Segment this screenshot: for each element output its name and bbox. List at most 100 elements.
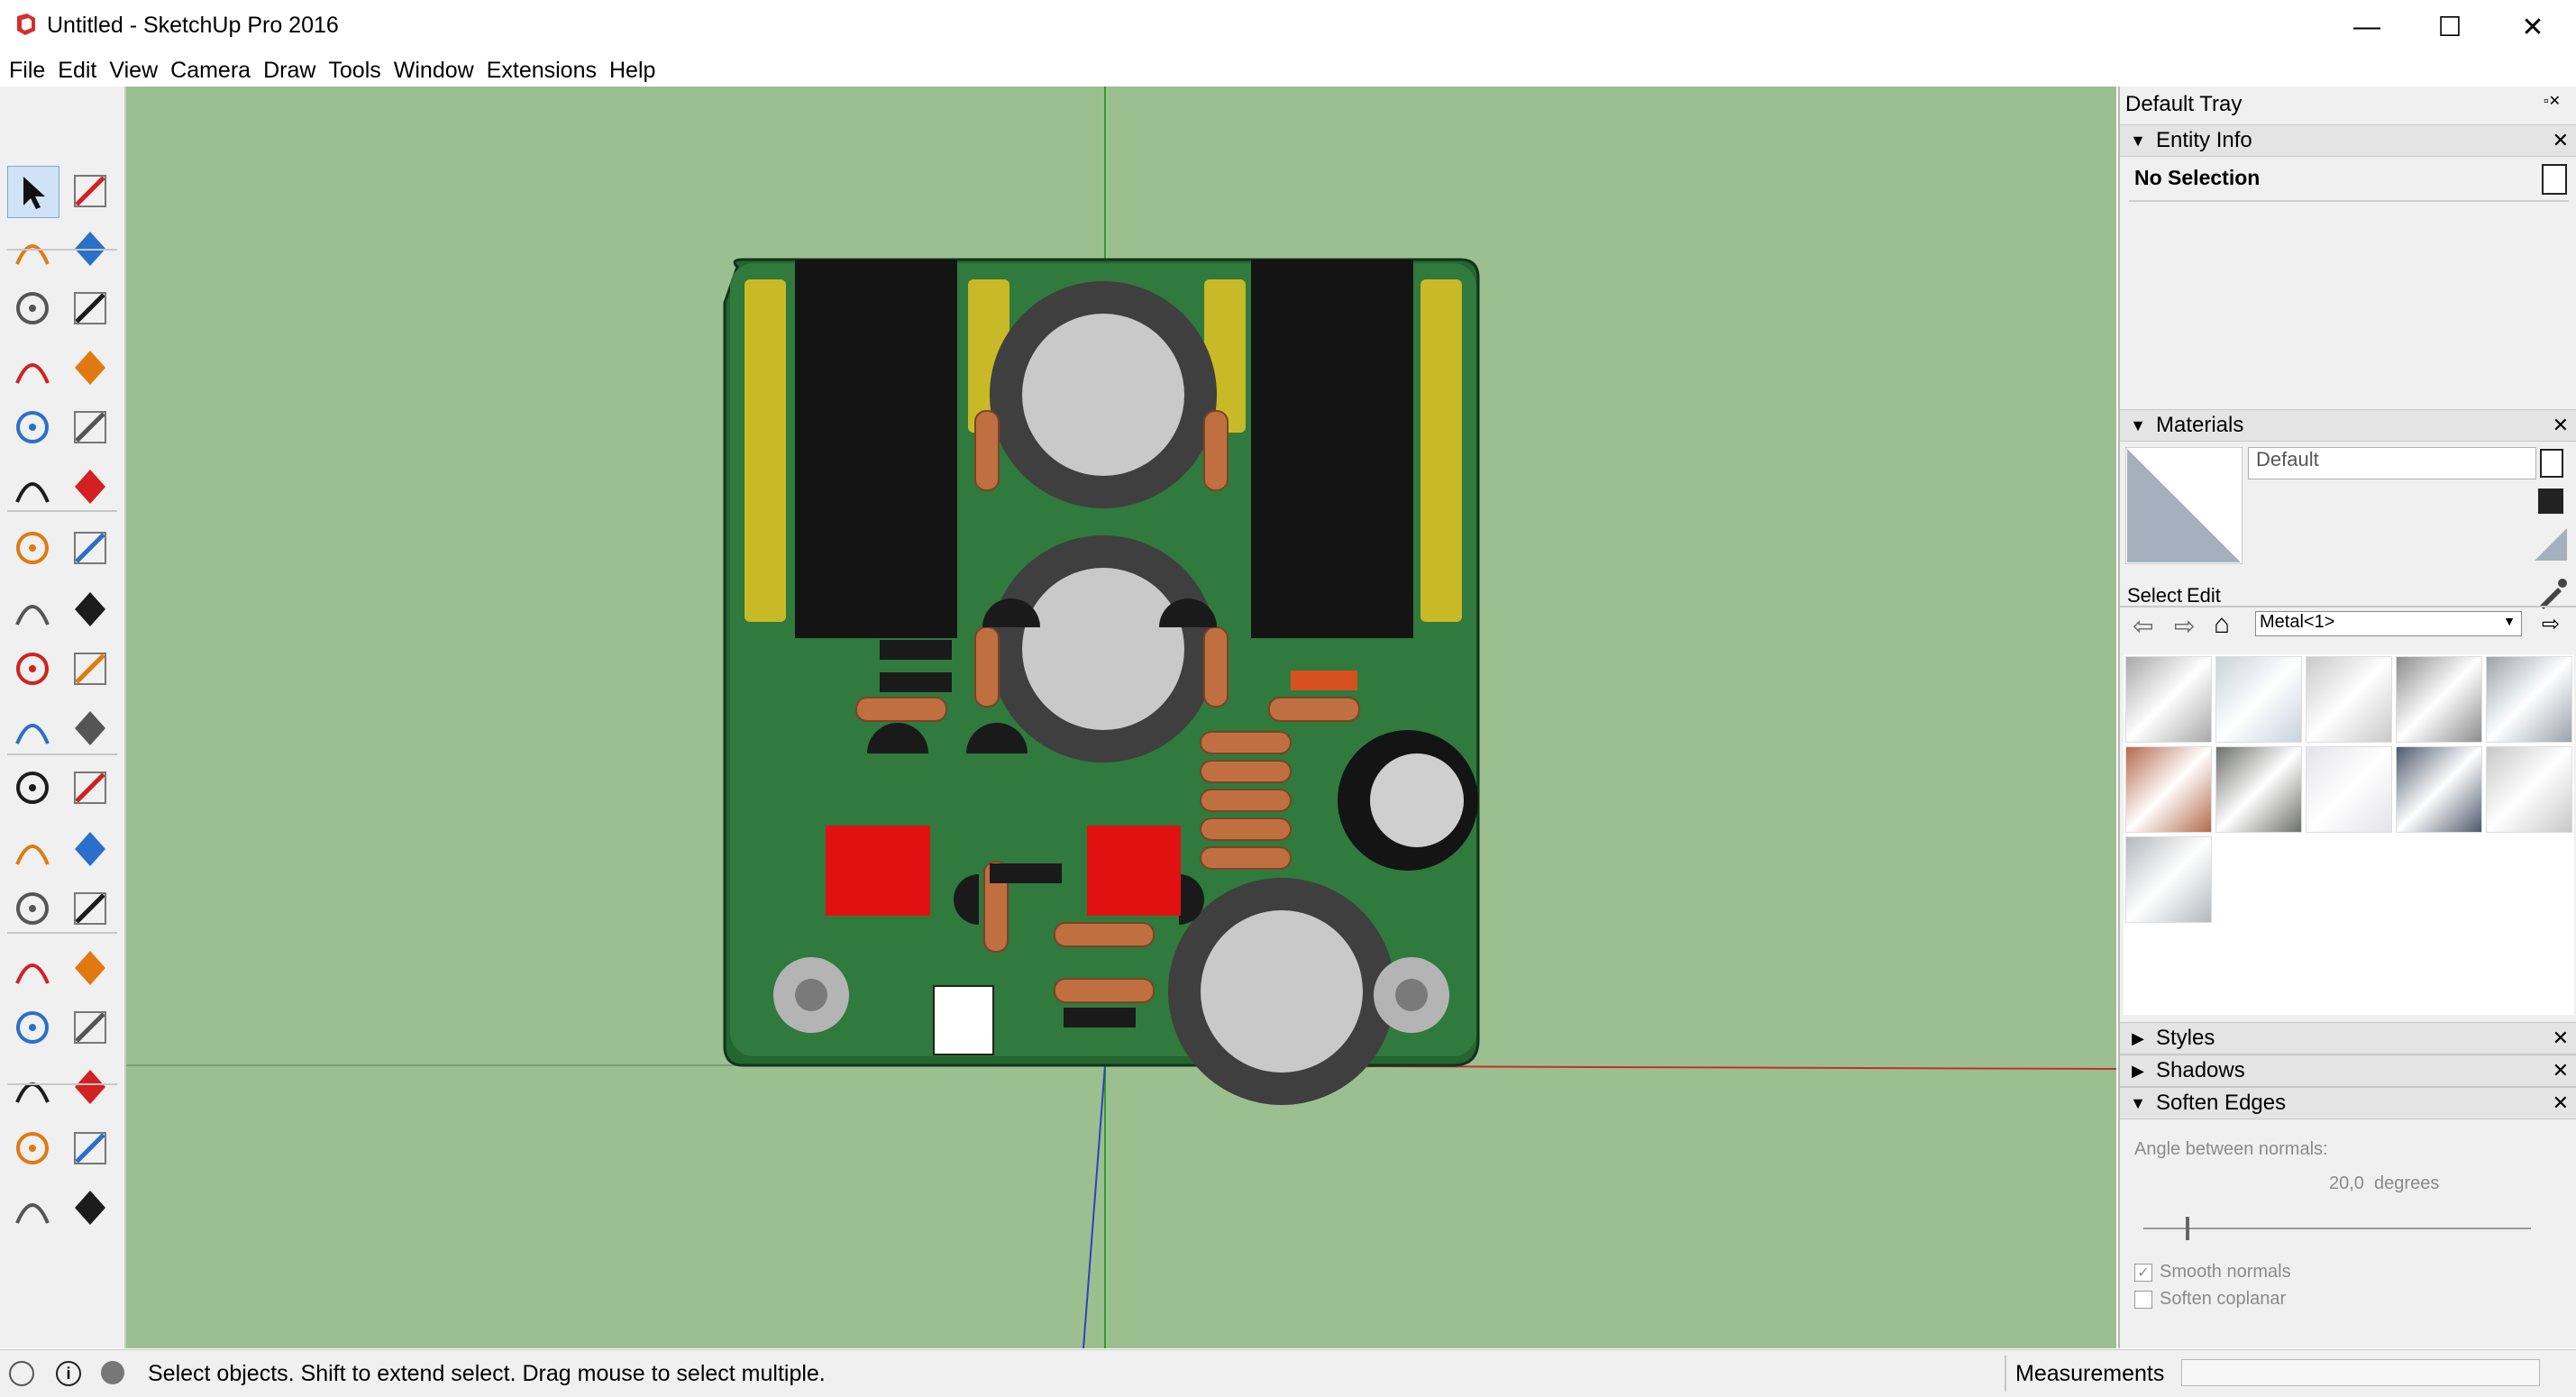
section-plane-icon[interactable] xyxy=(65,1182,115,1233)
rotated-rectangle-icon[interactable] xyxy=(65,342,115,393)
material-swatch[interactable] xyxy=(2306,746,2392,833)
slider-thumb[interactable] xyxy=(2186,1217,2190,1240)
polygon-icon[interactable] xyxy=(65,402,115,452)
minimize-button[interactable]: — xyxy=(2353,12,2380,41)
close-panel-icon[interactable]: ✕ xyxy=(2552,1027,2569,1049)
home-icon[interactable]: ⌂ xyxy=(2214,609,2231,639)
three-point-arc-icon[interactable] xyxy=(65,523,115,573)
component-icon[interactable] xyxy=(65,166,115,216)
user-icon[interactable] xyxy=(101,1361,124,1384)
rectangle-icon[interactable] xyxy=(7,342,58,393)
material-name-field[interactable]: Default xyxy=(2248,447,2536,479)
back-arrow-icon[interactable]: ⇦ xyxy=(2133,612,2154,640)
shadows-header[interactable]: ▶ Shadows ✕ xyxy=(2120,1055,2576,1087)
line-icon[interactable] xyxy=(7,283,58,333)
position-camera-icon[interactable] xyxy=(7,1123,58,1173)
move-icon-glyph xyxy=(15,605,50,625)
materials-header[interactable]: ▼ Materials ✕ xyxy=(2120,409,2576,442)
move-icon[interactable] xyxy=(7,584,58,635)
tab-select[interactable]: Select xyxy=(2127,584,2183,607)
soften-coplanar-row[interactable]: Soften coplanar xyxy=(2134,1289,2286,1310)
axes-icon[interactable] xyxy=(7,883,58,934)
paint-bucket-icon[interactable] xyxy=(7,224,58,274)
close-panel-icon[interactable]: ✕ xyxy=(2552,414,2569,436)
create-material-icon[interactable] xyxy=(2540,449,2563,478)
tab-edit[interactable]: Edit xyxy=(2187,584,2221,607)
offset-icon[interactable] xyxy=(65,703,115,753)
zoom-window-icon[interactable] xyxy=(65,1002,115,1053)
follow-me-icon[interactable] xyxy=(65,644,115,694)
material-swatch[interactable] xyxy=(2215,746,2302,833)
scale-icon[interactable] xyxy=(7,703,58,753)
entity-info-header[interactable]: ▼ Entity Info ✕ xyxy=(2120,124,2576,157)
pie-icon[interactable] xyxy=(65,461,115,512)
soften-edges-header[interactable]: ▼ Soften Edges ✕ xyxy=(2120,1087,2576,1119)
forward-arrow-icon[interactable]: ⇨ xyxy=(2174,612,2196,640)
smooth-normals-row[interactable]: ✓ Smooth normals xyxy=(2134,1262,2291,1283)
close-panel-icon[interactable]: ✕ xyxy=(2552,1091,2569,1114)
details-arrow-icon[interactable]: ⇨ xyxy=(2542,612,2561,636)
material-swatch[interactable] xyxy=(2396,656,2482,743)
material-swatch[interactable] xyxy=(2396,746,2482,833)
menu-window[interactable]: Window xyxy=(393,57,474,83)
pcb-model[interactable] xyxy=(723,258,1480,1105)
menu-tools[interactable]: Tools xyxy=(328,57,381,83)
push-pull-icon[interactable] xyxy=(65,584,115,635)
entity-expand-icon[interactable] xyxy=(2542,164,2567,195)
material-swatch[interactable] xyxy=(2215,656,2302,743)
material-swatch[interactable] xyxy=(2125,656,2212,743)
material-swatch[interactable] xyxy=(2306,656,2392,743)
zoom-extents-icon[interactable] xyxy=(7,1062,58,1112)
model-viewport[interactable] xyxy=(126,87,2116,1348)
previous-view-icon[interactable] xyxy=(65,1062,115,1112)
menu-help[interactable]: Help xyxy=(609,57,656,83)
menu-extensions[interactable]: Extensions xyxy=(486,57,597,83)
orbit-icon[interactable] xyxy=(7,943,58,993)
protractor-icon[interactable] xyxy=(7,824,58,874)
sample-paint-icon[interactable] xyxy=(2533,526,2569,562)
text-icon[interactable] xyxy=(65,824,115,874)
circle-icon[interactable] xyxy=(7,402,58,452)
styles-header[interactable]: ▶ Styles ✕ xyxy=(2120,1022,2576,1055)
smooth-normals-checkbox[interactable]: ✓ xyxy=(2134,1263,2152,1282)
zoom-icon[interactable] xyxy=(7,1002,58,1053)
walk-icon[interactable] xyxy=(7,1182,58,1233)
geo-location-icon[interactable] xyxy=(9,1361,34,1386)
menu-draw[interactable]: Draw xyxy=(263,57,316,83)
tray-pin-icon[interactable]: ▫✕ xyxy=(2544,94,2562,109)
menu-file[interactable]: File xyxy=(9,57,46,83)
select-icon-glyph xyxy=(23,177,45,209)
red-capacitor-left xyxy=(826,826,930,916)
credits-icon[interactable]: i xyxy=(56,1361,81,1386)
select-icon[interactable] xyxy=(7,166,59,218)
angle-slider[interactable] xyxy=(2143,1217,2531,1240)
tape-measure-icon[interactable] xyxy=(7,762,58,813)
eyedropper-icon[interactable] xyxy=(2536,577,2569,609)
close-button[interactable]: ✕ xyxy=(2521,12,2544,42)
collection-dropdown[interactable]: Metal<1> ▼ xyxy=(2255,611,2522,636)
paint-3d-icon[interactable] xyxy=(2538,488,2563,514)
close-panel-icon[interactable]: ✕ xyxy=(2552,1059,2569,1082)
menu-edit[interactable]: Edit xyxy=(58,57,97,83)
arc-icon[interactable] xyxy=(7,461,58,512)
material-swatch[interactable] xyxy=(2125,836,2212,923)
menu-view[interactable]: View xyxy=(109,57,159,83)
soften-coplanar-checkbox[interactable] xyxy=(2134,1290,2152,1309)
close-panel-icon[interactable]: ✕ xyxy=(2552,129,2569,151)
material-swatch[interactable] xyxy=(2486,656,2572,743)
two-point-arc-icon[interactable] xyxy=(7,523,58,573)
zoom-icon-glyph xyxy=(16,1011,49,1044)
dimension-icon[interactable] xyxy=(65,762,115,813)
freehand-icon[interactable] xyxy=(65,283,115,333)
pan-icon[interactable] xyxy=(65,943,115,993)
measurements-input[interactable] xyxy=(2181,1359,2540,1386)
material-swatch[interactable] xyxy=(2486,746,2572,833)
maximize-button[interactable]: ☐ xyxy=(2437,12,2462,42)
rotate-icon[interactable] xyxy=(7,644,58,694)
expand-arrow-icon: ▶ xyxy=(2132,1061,2144,1080)
material-swatch[interactable] xyxy=(2125,746,2212,833)
menu-camera[interactable]: Camera xyxy=(170,57,251,83)
look-around-icon[interactable] xyxy=(65,1123,115,1173)
3d-text-icon[interactable] xyxy=(65,883,115,934)
relay-left xyxy=(795,260,957,638)
